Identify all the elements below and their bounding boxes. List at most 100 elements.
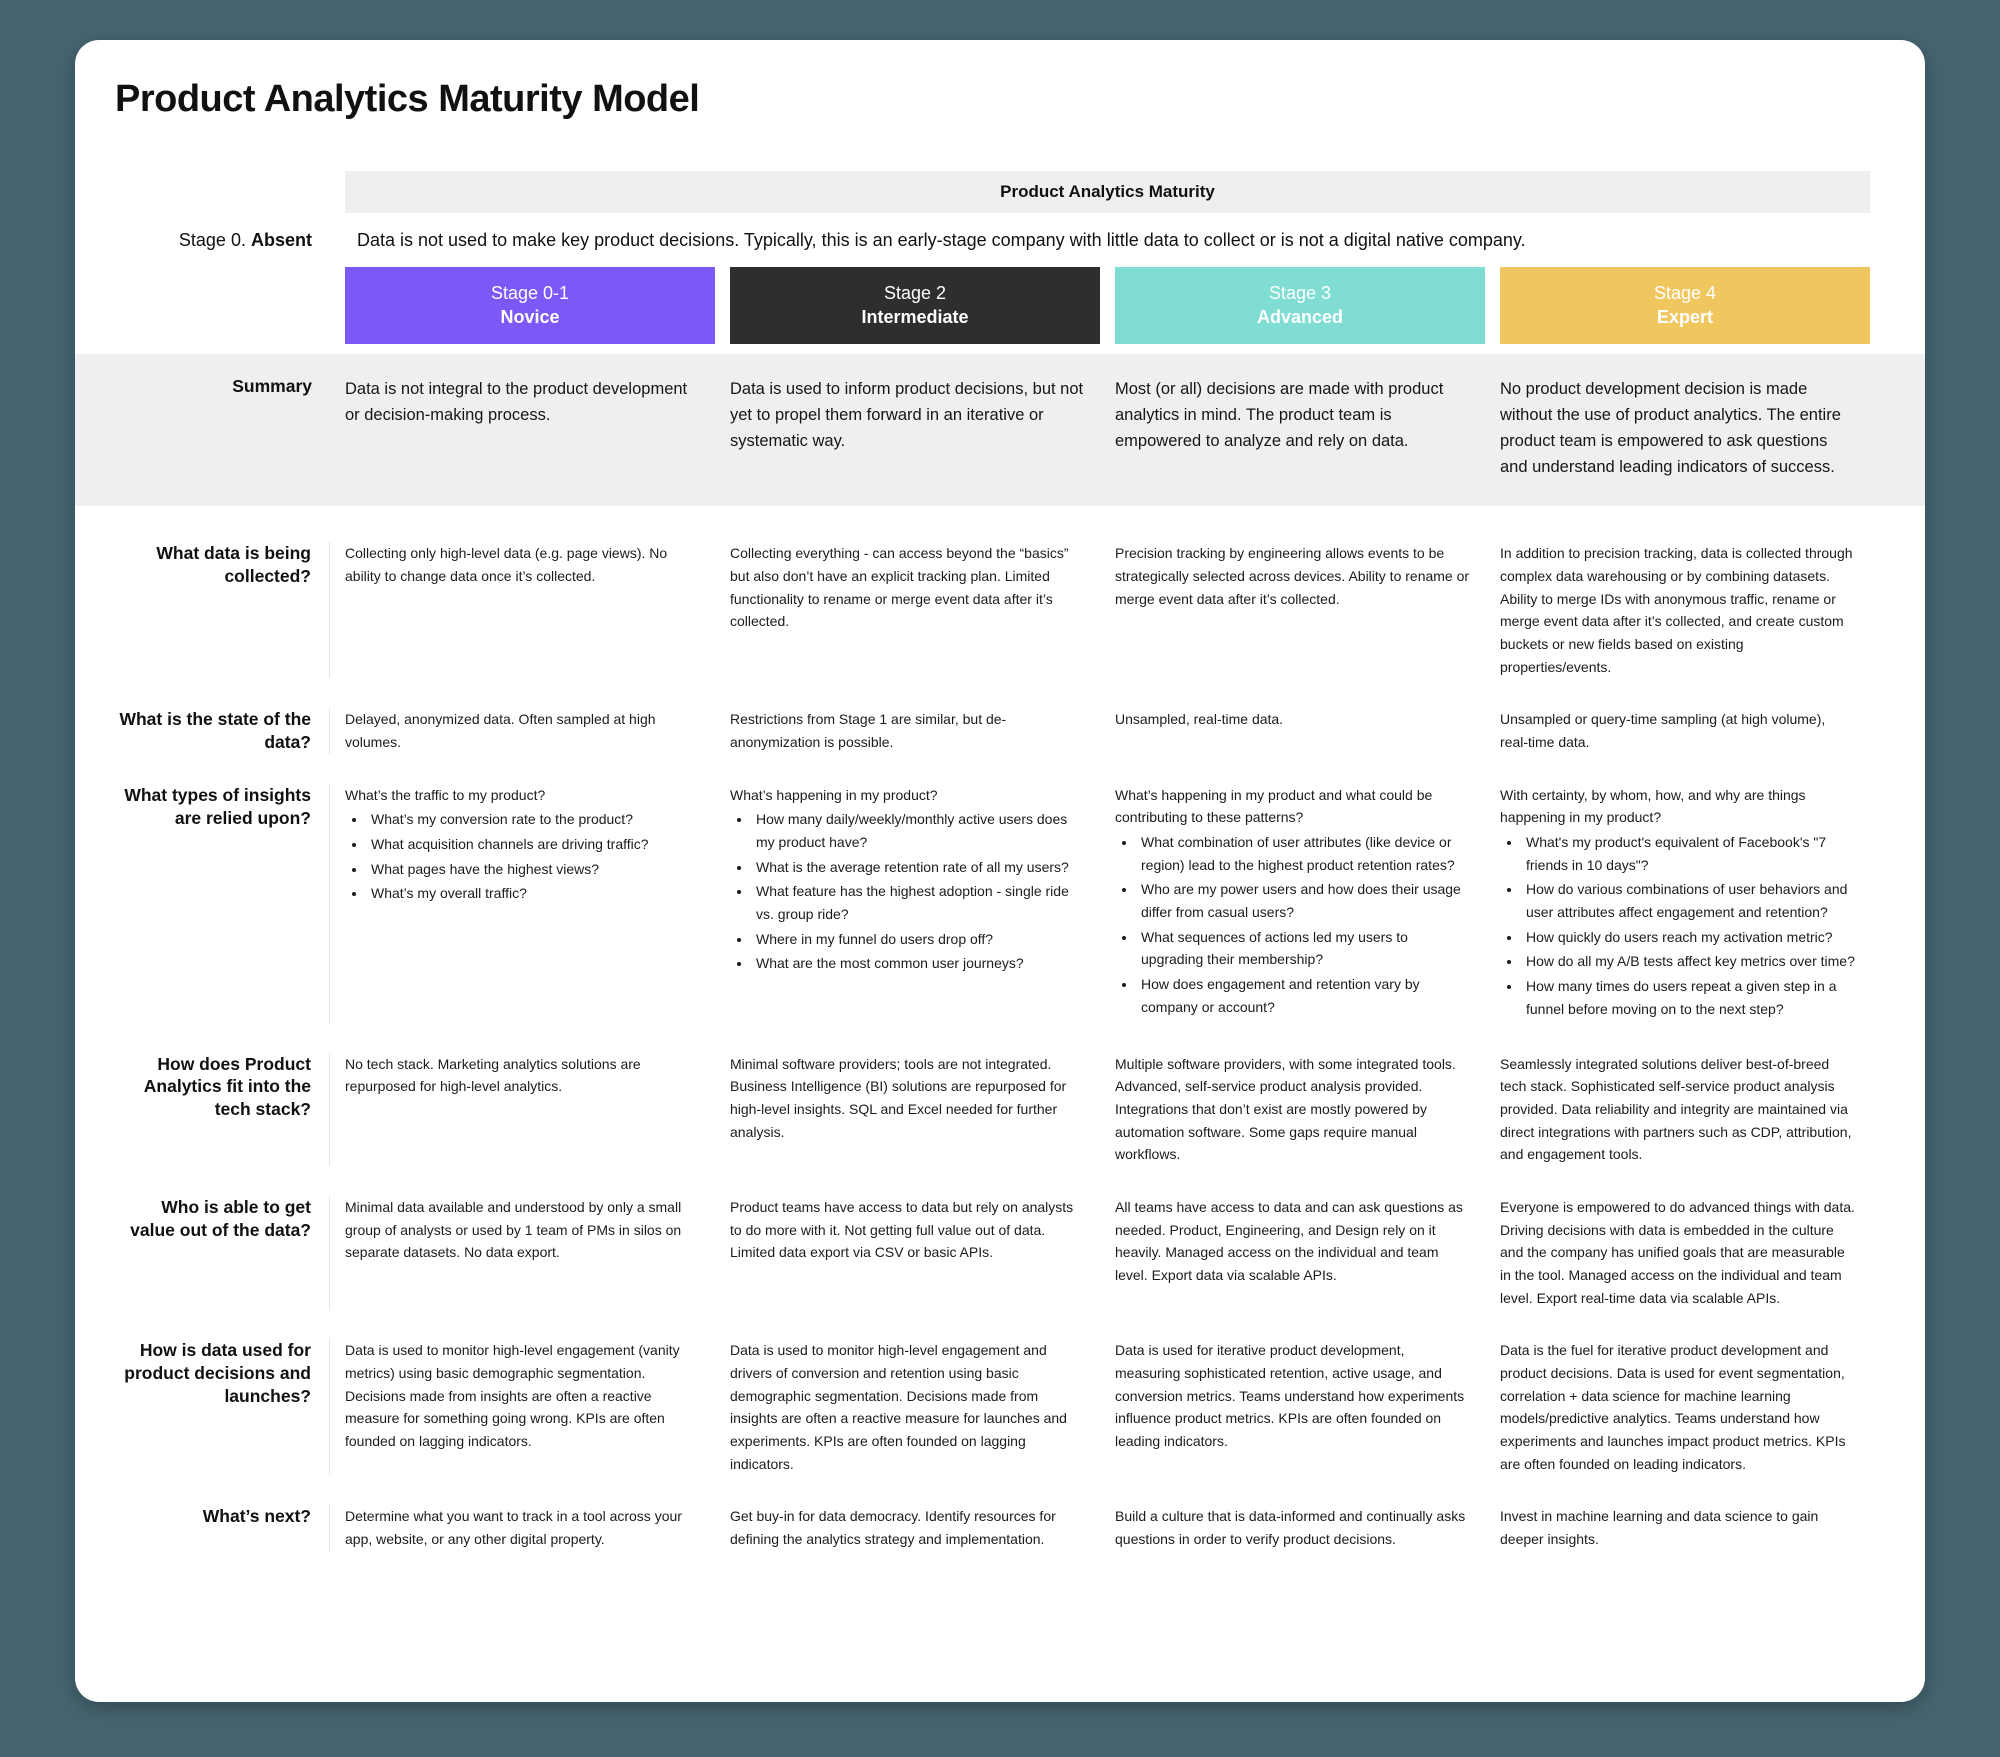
bullet-item: How do various combinations of user beha… <box>1522 878 1856 923</box>
table-cell: Delayed, anonymized data. Often sampled … <box>345 711 656 750</box>
bullet-item: Where in my funnel do users drop off? <box>752 928 1086 951</box>
table-cell: Unsampled, real-time data. <box>1115 711 1284 728</box>
table-cell: No tech stack. Marketing analytics solut… <box>345 1055 641 1095</box>
stage0-label: Stage 0. Absent <box>115 230 330 251</box>
cell-intro-text: With certainty, by whom, how, and why ar… <box>1500 786 1806 826</box>
page-title: Product Analytics Maturity Model <box>115 78 700 120</box>
table-cell: Unsampled or query-time sampling (at hig… <box>1500 711 1826 750</box>
bullet-item: What pages have the highest views? <box>367 858 701 881</box>
bullet-item: What’s my overall traffic? <box>367 882 701 905</box>
bullet-item: What combination of user attributes (lik… <box>1137 831 1471 876</box>
table-cell: Product teams have access to data but re… <box>730 1198 1074 1261</box>
question-row: What data is being collected? Collecting … <box>115 542 1870 708</box>
question-row: What’s next? Determine what you want to t… <box>115 1505 1870 1580</box>
stage-number-label: Stage 2 <box>883 283 947 304</box>
cell-bullet-list: What’s my conversion rate to the product… <box>345 808 701 905</box>
row-label: What types of insights are relied upon? <box>115 783 330 1023</box>
table-cell: All teams have access to data and can as… <box>1115 1198 1463 1283</box>
cell-bullet-list: What combination of user attributes (lik… <box>1115 831 1471 1018</box>
bullet-item: What are the most common user journeys? <box>752 952 1086 975</box>
question-row: What types of insights are relied upon?W… <box>115 783 1870 1053</box>
table-cell: Determine what you want to track in a to… <box>345 1508 682 1547</box>
question-row: Who is able to get value out of the data… <box>115 1195 1870 1339</box>
bullet-item: What is the average retention rate of al… <box>752 856 1086 879</box>
table-cell: Seamlessly integrated solutions deliver … <box>1500 1055 1852 1163</box>
bullet-item: What acquisition channels are driving tr… <box>367 833 701 856</box>
table-cell: Minimal data available and understood by… <box>345 1198 682 1261</box>
table-cell: Everyone is empowered to do advanced thi… <box>1500 1198 1855 1306</box>
bullet-item: What sequences of actions led my users t… <box>1137 926 1471 971</box>
cell-bullet-list: How many daily/weekly/monthly active use… <box>730 808 1086 975</box>
maturity-model-card: Product Analytics Maturity Model Product… <box>75 40 1925 1702</box>
bullet-item: How do all my A/B tests affect key metri… <box>1522 950 1856 973</box>
bullet-item: How quickly do users reach my activation… <box>1522 926 1856 949</box>
bullet-item: How does engagement and retention vary b… <box>1137 973 1471 1018</box>
stage-number-label: Stage 0-1 <box>490 283 570 304</box>
cell-intro-text: What’s happening in my product? <box>730 786 938 803</box>
stage0-label-bold: Absent <box>250 230 312 250</box>
table-cell: What’s the traffic to my product? What’s … <box>345 784 715 1023</box>
row-label: What’s next? <box>115 1505 330 1551</box>
summary-band: Summary Data is not integral to the prod… <box>75 354 1925 507</box>
table-cell: Build a culture that is data-informed an… <box>1115 1508 1466 1547</box>
row-label: How does Product Analytics fit into the … <box>115 1052 330 1166</box>
bullet-item: Who are my power users and how does thei… <box>1137 878 1471 923</box>
table-cell: Collecting only high-level data (e.g. pa… <box>345 545 668 584</box>
stage-number-label: Stage 4 <box>1653 283 1717 304</box>
question-row: How does Product Analytics fit into the … <box>115 1052 1870 1196</box>
bullet-item: What feature has the highest adoption - … <box>752 880 1086 925</box>
table-cell: What’s happening in my product? How many … <box>730 784 1100 1023</box>
table-cell: Get buy-in for data democracy. Identify … <box>730 1508 1056 1547</box>
row-label: What is the state of the data? <box>115 708 330 754</box>
table-header-bar: Product Analytics Maturity <box>345 171 1870 213</box>
row-label: Who is able to get value out of the data… <box>115 1195 330 1310</box>
spacer-cell <box>115 171 330 213</box>
question-row: How is data used for product decisions a… <box>115 1339 1870 1505</box>
stage-name-label: Intermediate <box>861 306 969 327</box>
stage0-description: Data is not used to make key product dec… <box>357 230 1526 250</box>
bullet-item: What’s my conversion rate to the product… <box>367 808 701 831</box>
table-cell: Collecting everything - can access beyon… <box>730 545 1069 630</box>
stage0-row: Stage 0. Absent Data is not used to make… <box>115 230 1870 251</box>
bullet-item: How many daily/weekly/monthly active use… <box>752 808 1086 853</box>
table-cell: Multiple software providers, with some i… <box>1115 1055 1456 1163</box>
bullet-item: What's my product's equivalent of Facebo… <box>1522 831 1856 876</box>
table-cell: Invest in machine learning and data scie… <box>1500 1508 1819 1547</box>
table-header-row: Product Analytics Maturity <box>115 171 1870 213</box>
table-cell: Data is used to monitor high-level engag… <box>730 1342 1067 1472</box>
row-label: How is data used for product decisions a… <box>115 1339 330 1476</box>
stage-name-label: Expert <box>1656 306 1714 327</box>
stage-number-label: Stage 3 <box>1268 283 1332 304</box>
spacer-cell <box>115 267 330 344</box>
table-cell: Minimal software providers; tools are no… <box>730 1055 1067 1140</box>
question-row: What is the state of the data? Delayed, a… <box>115 708 1870 784</box>
bullet-item: How many times do users repeat a given s… <box>1522 975 1856 1020</box>
table-cell: Data is the fuel for iterative product d… <box>1500 1342 1846 1472</box>
stage0-label-prefix: Stage 0. <box>178 230 246 250</box>
summary-cell-novice: Data is not integral to the product deve… <box>345 380 688 425</box>
table-cell: Precision tracking by engineering allows… <box>1115 545 1470 607</box>
table-cell: Data is used for iterative product devel… <box>1115 1342 1465 1449</box>
row-label: What data is being collected? <box>115 542 330 679</box>
table-cell: What’s happening in my product and what … <box>1115 784 1485 1023</box>
stage-name-label: Novice <box>500 306 560 327</box>
cell-intro-text: What’s the traffic to my product? <box>345 786 546 803</box>
stage-name-label: Advanced <box>1256 306 1344 327</box>
summary-cell-intermediate: Data is used to inform product decisions… <box>730 380 1084 451</box>
question-rows-section: What data is being collected? Collecting … <box>115 542 1870 1580</box>
row-label-summary: Summary <box>232 376 312 396</box>
summary-cell-advanced: Most (or all) decisions are made with pr… <box>1115 380 1444 451</box>
table-header-label: Product Analytics Maturity <box>1000 182 1215 201</box>
table-cell: Restrictions from Stage 1 are similar, b… <box>730 711 1007 750</box>
table-cell: In addition to precision tracking, data … <box>1500 545 1853 675</box>
summary-cell-expert: No product development decision is made … <box>1500 380 1841 477</box>
cell-bullet-list: What's my product's equivalent of Facebo… <box>1500 831 1856 1020</box>
table-cell: With certainty, by whom, how, and why ar… <box>1500 784 1870 1023</box>
table-cell: Data is used to monitor high-level engag… <box>345 1342 680 1449</box>
cell-intro-text: What’s happening in my product and what … <box>1115 786 1433 826</box>
